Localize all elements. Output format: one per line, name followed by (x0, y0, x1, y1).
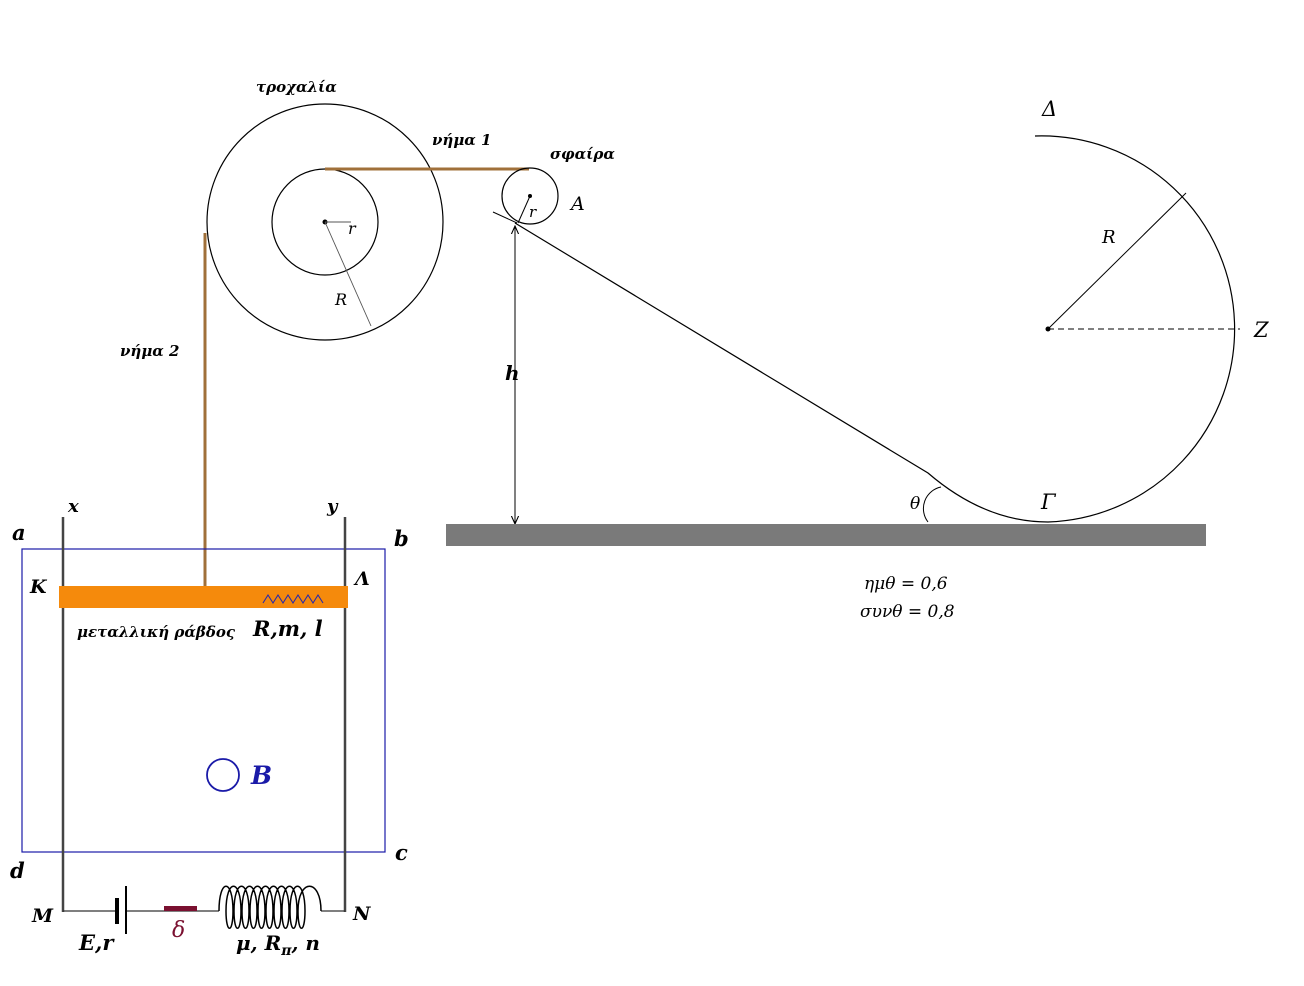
node-n-label: N (352, 903, 371, 925)
point-gamma-label: Γ (1040, 490, 1057, 514)
corner-a-label: a (12, 520, 26, 545)
rod-params-label: R,m, l (252, 616, 323, 641)
rod-resistor-icon (262, 593, 324, 605)
node-m-label: M (31, 905, 54, 927)
track: h θ Γ Δ Z R ημθ = 0,6 συνθ = 0,8 (446, 97, 1269, 622)
rod-k-label: K (29, 576, 48, 598)
thread-1-label: νήμα 1 (432, 131, 492, 149)
pulley-title: τροχαλία (256, 78, 337, 96)
solenoid-label-main: μ, R (236, 931, 281, 955)
loop-radius-label: R (1101, 227, 1116, 248)
pulley-inner-radius-label: r (348, 219, 357, 238)
loop-radius-line (1047, 192, 1187, 330)
battery-label: E,r (78, 930, 115, 955)
solenoid-coil (218, 885, 322, 929)
incline-and-loop (514, 135, 1236, 523)
circuit: x y a b c d K Λ μεταλλική ράβδος R,m, l … (10, 496, 409, 959)
pulley-outer-radius-line (324, 221, 372, 327)
rail-y-label: y (326, 496, 339, 517)
corner-b-label: b (394, 526, 409, 551)
metal-rod (59, 586, 348, 608)
rail-x-label: x (67, 496, 79, 517)
rod-lambda-label: Λ (353, 568, 370, 590)
pulley-outer-circle (206, 103, 444, 341)
solenoid-label: μ, Rπ, n (236, 931, 320, 959)
rod-label: μεταλλική ράβδος (77, 623, 236, 641)
switch-icon (164, 906, 197, 911)
sphere-circle (501, 167, 559, 225)
corner-c-label: c (395, 840, 408, 865)
field-out-of-page-icon (206, 758, 240, 792)
corner-d-label: d (10, 858, 25, 883)
sphere-title: σφαίρα (550, 145, 615, 163)
solenoid-subscript: π (280, 943, 292, 959)
thread-2-label: νήμα 2 (120, 342, 180, 360)
switch-label: δ (172, 918, 185, 943)
point-delta-label: Δ (1041, 97, 1057, 121)
start-tick (492, 211, 518, 224)
solenoid-label-tail: , n (290, 931, 319, 955)
cos-theta-text: συνθ = 0,8 (860, 602, 955, 622)
pulley-outer-radius-label: R (334, 290, 347, 309)
sphere: σφαίρα r A (501, 145, 615, 225)
sphere-radius-label: r (529, 203, 537, 221)
sin-theta-text: ημθ = 0,6 (864, 574, 948, 594)
sphere-radius-line (517, 195, 531, 224)
angle-label: θ (910, 494, 920, 514)
point-z-label: Z (1253, 318, 1269, 342)
loop-center (1045, 326, 1051, 332)
angle-arc (922, 486, 942, 523)
field-b-label: B (250, 761, 272, 790)
battery-gap (117, 890, 126, 930)
height-label: h (505, 361, 520, 385)
magnetic-field-region (21, 548, 386, 853)
point-a-label: A (569, 193, 585, 215)
ground (446, 524, 1206, 546)
pulley: τροχαλία r R (206, 78, 444, 341)
